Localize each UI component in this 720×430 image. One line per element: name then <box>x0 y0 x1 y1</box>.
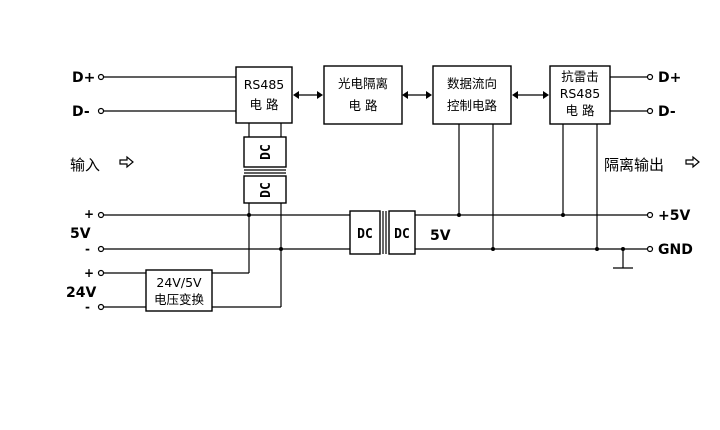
rs485-input-line2: 电 路 <box>250 97 279 112</box>
output-label: 隔离输出 <box>604 156 664 174</box>
dc-module-center-right: DC <box>388 210 416 255</box>
minus-5v-terminal <box>97 245 105 253</box>
right-gnd-terminal <box>646 245 654 253</box>
minus-24v-sign: - <box>85 300 90 314</box>
output-arrow-icon <box>685 155 700 169</box>
plus-5v-terminal <box>97 211 105 219</box>
input-5v-label: 5V <box>70 226 91 242</box>
bidirectional-arrow-icon <box>512 91 549 99</box>
plus-5v-sign: + <box>84 207 94 221</box>
dc-lower-label: DC <box>259 182 274 198</box>
minus-24v-terminal <box>97 303 105 311</box>
right-d-plus-label: D+ <box>658 70 681 86</box>
bidirectional-arrow-icon <box>402 91 432 99</box>
right-gnd-label: GND <box>658 242 693 258</box>
opto-isolation-block: 光电隔离 电 路 <box>323 65 403 125</box>
rs485-input-block: RS485 电 路 <box>235 66 293 124</box>
left-d-plus-terminal <box>97 73 105 81</box>
lightning-rs485-block: 抗雷击 RS485 电 路 <box>549 65 611 125</box>
bidirectional-arrow-icon <box>293 91 323 99</box>
left-d-plus-label: D+ <box>72 70 95 86</box>
left-d-minus-label: D- <box>72 104 90 120</box>
dc-center-left-label: DC <box>357 227 373 242</box>
lightning-line3: 电 路 <box>566 103 595 118</box>
rs485-input-line1: RS485 <box>244 77 284 92</box>
dc-center-right-label: DC <box>394 227 410 242</box>
isolated-5v-label: 5V <box>430 228 451 244</box>
plus-24v-sign: + <box>84 266 94 280</box>
converter-line1: 24V/5V <box>156 275 202 290</box>
input-24v-label: 24V <box>66 285 96 301</box>
right-plus-5v-terminal <box>646 211 654 219</box>
minus-5v-sign: - <box>85 242 90 256</box>
dc-module-center-left: DC <box>349 210 381 255</box>
flow-line2: 控制电路 <box>447 98 498 113</box>
voltage-converter-block: 24V/5V 电压变换 <box>145 269 213 312</box>
dc-module-lower: DC <box>243 175 287 204</box>
opto-line1: 光电隔离 <box>338 76 388 91</box>
converter-line2: 电压变换 <box>154 292 205 307</box>
right-d-plus-terminal <box>646 73 654 81</box>
lightning-line2: RS485 <box>560 86 600 101</box>
right-d-minus-terminal <box>646 107 654 115</box>
input-label: 输入 <box>70 156 100 174</box>
lightning-line1: 抗雷击 <box>561 69 599 84</box>
right-plus-5v-label: +5V <box>658 208 690 224</box>
ground-icon <box>613 249 633 269</box>
flow-line1: 数据流向 <box>447 76 497 91</box>
input-arrow-icon <box>119 155 134 169</box>
opto-line2: 电 路 <box>349 98 378 113</box>
flow-control-block: 数据流向 控制电路 <box>432 65 512 125</box>
junction-dots <box>247 213 625 251</box>
right-d-minus-label: D- <box>658 104 676 120</box>
left-d-minus-terminal <box>97 107 105 115</box>
plus-24v-terminal <box>97 269 105 277</box>
dc-module-upper: DC <box>243 136 287 168</box>
dc-upper-label: DC <box>259 144 274 160</box>
